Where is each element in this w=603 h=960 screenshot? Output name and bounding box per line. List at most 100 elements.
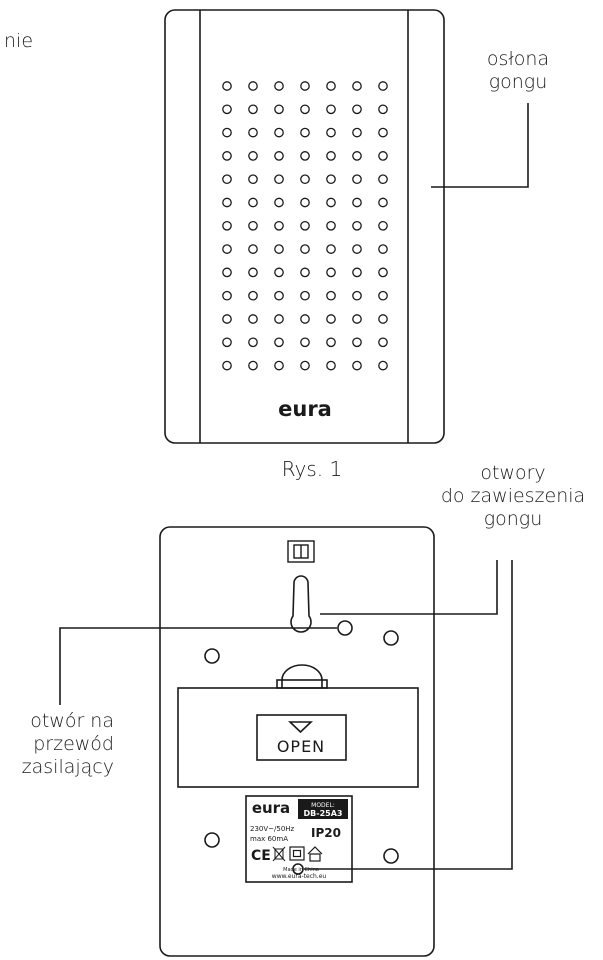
grille-hole <box>352 360 362 371</box>
figure-caption: Rys. 1 <box>281 457 343 481</box>
grille-hole <box>248 197 258 208</box>
grille-hole <box>274 244 284 254</box>
grille-hole <box>222 360 232 371</box>
grille-hole <box>222 81 232 91</box>
rating-voltage: 230V~/50Hz <box>250 825 295 833</box>
callout-cover-line-1: osłona <box>486 48 550 70</box>
grille-hole <box>352 220 362 231</box>
rating-model-caption: MODEL: <box>311 802 335 809</box>
grille-hole <box>352 314 362 324</box>
rating-model: DB-25A3 <box>304 809 343 818</box>
grille-hole <box>378 337 388 348</box>
grille-hole <box>326 314 336 324</box>
gong-back-view <box>159 526 435 957</box>
callout-mount-line-1: otwory <box>480 462 546 484</box>
screw-hole-bottom-left <box>204 832 220 848</box>
grille-hole <box>248 267 258 278</box>
ce-mark: CE <box>251 848 271 864</box>
keyhole-mount-slot <box>290 575 312 633</box>
grille-hole <box>378 244 388 254</box>
callout-cable-hole: otwór na przewód zasilający <box>2 710 114 779</box>
open-arrow-icon <box>288 721 313 734</box>
double-insulation-icon <box>289 846 305 861</box>
rating-label: eura MODEL: DB-25A3 230V~/50Hz max 60mA … <box>245 795 353 883</box>
grille-hole <box>326 220 336 231</box>
grille-hole <box>300 290 310 301</box>
grille-hole <box>222 244 232 254</box>
grille-hole <box>300 127 310 138</box>
grille-hole <box>352 290 362 301</box>
cover-leader-line <box>431 103 529 188</box>
callout-cover-line-2: gongu <box>488 71 548 93</box>
grille-hole <box>300 174 310 185</box>
grille-hole <box>300 104 310 115</box>
grille-hole <box>326 290 336 301</box>
grille-hole <box>326 267 336 278</box>
grille-hole <box>352 174 362 185</box>
grille-hole <box>300 337 310 348</box>
grille-hole <box>248 104 258 115</box>
grille-hole <box>248 290 258 301</box>
grille-hole <box>326 174 336 185</box>
grille-hole <box>222 197 232 208</box>
grille-hole <box>300 220 310 231</box>
callout-mount-line-3: gongu <box>483 508 543 530</box>
gong-front-body <box>164 9 445 444</box>
grille-hole <box>222 127 232 138</box>
grille-hole <box>300 81 310 91</box>
screw-hole-mid-left <box>204 648 220 664</box>
grille-hole <box>222 337 232 348</box>
grille-hole <box>352 127 362 138</box>
front-logo: eura <box>278 397 332 421</box>
cable-hole-leader-line-top <box>59 627 337 705</box>
grille-hole <box>378 104 388 115</box>
grille-hole <box>300 314 310 324</box>
callout-cable-line-1: otwór na <box>30 710 114 732</box>
grille-hole <box>326 360 336 371</box>
grille-hole <box>248 151 258 161</box>
grille-hole <box>352 337 362 348</box>
grille-hole <box>378 127 388 138</box>
grille-hole <box>274 314 284 324</box>
grille-hole <box>222 104 232 115</box>
grille-hole <box>378 197 388 208</box>
grille-hole <box>222 220 232 231</box>
grille-hole <box>248 220 258 231</box>
grille-hole <box>274 127 284 138</box>
rating-ip: IP20 <box>311 826 341 840</box>
grille-hole <box>300 197 310 208</box>
grille-hole <box>248 360 258 371</box>
weee-bin-icon <box>272 846 286 862</box>
grille-hole <box>222 267 232 278</box>
grille-hole <box>326 104 336 115</box>
indoor-use-icon <box>307 846 323 862</box>
grille-hole <box>300 360 310 371</box>
grille-hole <box>352 81 362 91</box>
grille-hole <box>274 151 284 161</box>
battery-latch-base <box>276 679 328 689</box>
grille-hole <box>248 314 258 324</box>
grille-hole <box>274 197 284 208</box>
grille-hole <box>378 151 388 161</box>
grille-hole <box>352 244 362 254</box>
grille-hole <box>326 81 336 91</box>
grille-hole <box>222 151 232 161</box>
callout-mount-holes: otwory do zawieszenia gongu <box>428 462 598 531</box>
corner-text-fragment: nie <box>4 30 34 52</box>
screw-hole-bottom-right <box>383 848 399 864</box>
grille-hole <box>274 360 284 371</box>
rating-made-in: Made in China <box>283 867 319 873</box>
callout-cable-line-2: przewód <box>33 733 114 755</box>
grille-hole <box>274 104 284 115</box>
model-box <box>298 799 348 819</box>
grille-hole <box>378 81 388 91</box>
grille-hole <box>300 151 310 161</box>
grille-hole <box>326 127 336 138</box>
gong-front-view <box>164 9 445 444</box>
rating-brand: eura <box>252 799 290 817</box>
grille-hole <box>326 337 336 348</box>
cable-hole <box>292 863 304 875</box>
grille-hole <box>248 127 258 138</box>
grille-hole <box>274 337 284 348</box>
grille-hole <box>378 360 388 371</box>
